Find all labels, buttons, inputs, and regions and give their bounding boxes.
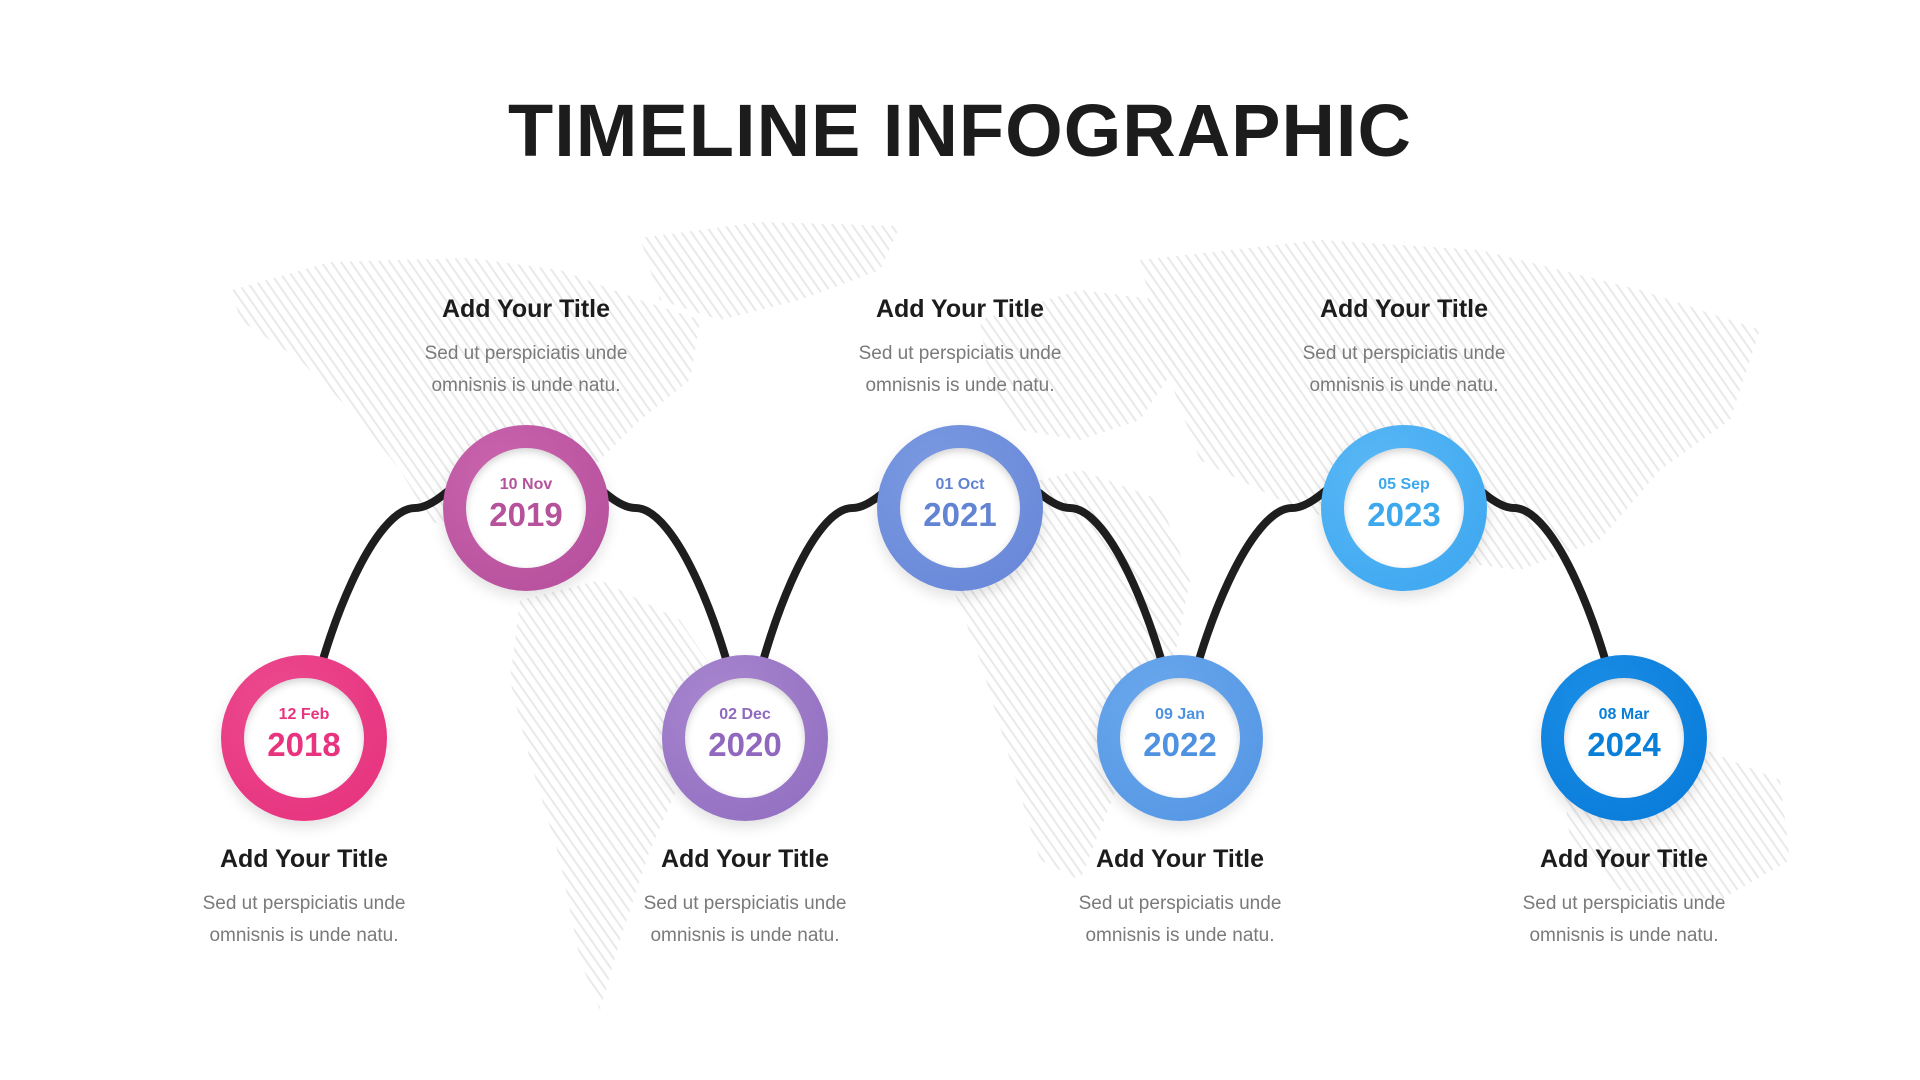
date-label: 10 Nov (499, 476, 553, 493)
milestone-text: Add Your Title Sed ut perspiciatis unde … (154, 845, 454, 952)
year-label: 2023 (1367, 496, 1441, 533)
year-label: 2018 (267, 726, 341, 763)
year-circle-inner: 09 Jan 2022 (1120, 678, 1240, 798)
milestone-description: Sed ut perspiciatis unde omnisnis is und… (202, 893, 406, 946)
milestone-description: Sed ut perspiciatis unde omnisnis is und… (858, 343, 1062, 396)
date-label: 02 Dec (719, 706, 771, 723)
milestone-text: Add Your Title Sed ut perspiciatis unde … (595, 845, 895, 952)
date-label: 08 Mar (1598, 706, 1650, 723)
milestone-title: Add Your Title (1319, 295, 1489, 323)
year-circle-inner: 10 Nov 2019 (466, 448, 586, 568)
year-circle: 02 Dec 2020 (662, 655, 828, 821)
milestone-text: Add Your Title Sed ut perspiciatis unde … (810, 295, 1110, 402)
continent-asia (1140, 240, 1760, 570)
milestone-description: Sed ut perspiciatis unde omnisnis is und… (424, 343, 628, 396)
year-circle: 10 Nov 2019 (443, 425, 609, 591)
milestone-description: Sed ut perspiciatis unde omnisnis is und… (1302, 343, 1506, 396)
page-title: TIMELINE INFOGRAPHIC (508, 89, 1412, 172)
year-label: 2021 (923, 496, 997, 533)
milestone-title: Add Your Title (660, 845, 830, 873)
year-label: 2022 (1143, 726, 1217, 763)
year-label: 2019 (489, 496, 563, 533)
milestone-text: Add Your Title Sed ut perspiciatis unde … (1030, 845, 1330, 952)
date-label: 09 Jan (1155, 706, 1205, 723)
milestone-title: Add Your Title (875, 295, 1045, 323)
milestone-description: Sed ut perspiciatis unde omnisnis is und… (1078, 893, 1282, 946)
milestone-title: Add Your Title (1539, 845, 1709, 873)
milestone-description: Sed ut perspiciatis unde omnisnis is und… (643, 893, 847, 946)
year-circle-inner: 05 Sep 2023 (1344, 448, 1464, 568)
date-label: 01 Oct (935, 476, 985, 493)
date-label: 05 Sep (1378, 476, 1430, 493)
date-label: 12 Feb (278, 706, 330, 723)
year-circle-inner: 08 Mar 2024 (1564, 678, 1684, 798)
year-circle-inner: 12 Feb 2018 (244, 678, 364, 798)
milestone-text: Add Your Title Sed ut perspiciatis unde … (1254, 295, 1554, 402)
milestone-text: Add Your Title Sed ut perspiciatis unde … (376, 295, 676, 402)
year-circle: 05 Sep 2023 (1321, 425, 1487, 591)
year-circle: 09 Jan 2022 (1097, 655, 1263, 821)
year-label: 2020 (708, 726, 782, 763)
year-circle: 12 Feb 2018 (221, 655, 387, 821)
milestone-description: Sed ut perspiciatis unde omnisnis is und… (1522, 893, 1726, 946)
continent-europe (980, 290, 1180, 440)
year-circle: 01 Oct 2021 (877, 425, 1043, 591)
milestone-text: Add Your Title Sed ut perspiciatis unde … (1474, 845, 1774, 952)
milestone-title: Add Your Title (441, 295, 611, 323)
continent-south-america (510, 580, 720, 1010)
year-circle-inner: 01 Oct 2021 (900, 448, 1020, 568)
year-circle: 08 Mar 2024 (1541, 655, 1707, 821)
milestone-title: Add Your Title (1095, 845, 1265, 873)
year-circle-inner: 02 Dec 2020 (685, 678, 805, 798)
continent-greenland (640, 222, 900, 320)
milestone-title: Add Your Title (219, 845, 389, 873)
year-label: 2024 (1587, 726, 1661, 763)
